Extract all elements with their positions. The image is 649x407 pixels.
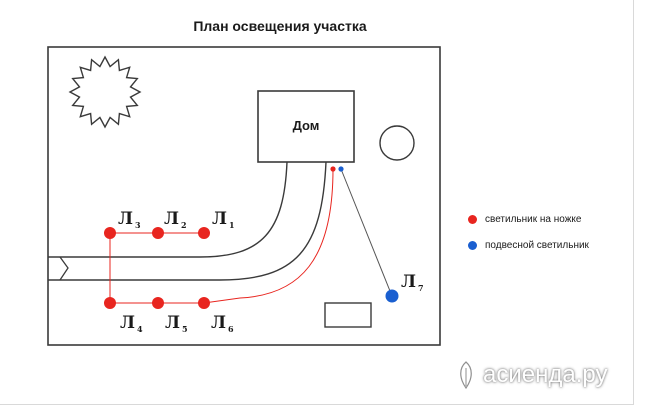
hanging-lamp-cable [340,168,393,297]
lamp-l6: Л 6 [198,297,234,334]
legend-floor-lamp-label: светильник на ножке [485,214,582,225]
svg-text:3: 3 [135,220,141,230]
round-bed [379,125,415,161]
floor-lamp-cable [109,168,334,304]
svg-text:Л: Л [118,209,133,229]
legend-hanging-lamp-label: подвесной светильник [485,240,589,251]
svg-text:Л: Л [212,209,227,229]
svg-text:Л: Л [401,272,416,292]
svg-text:Л: Л [120,313,135,333]
path-edge-lower [48,161,327,281]
lamp-l3: Л 3 [104,209,141,239]
floor-cable-outlet [330,166,336,172]
lamp-l5: Л 5 [152,297,188,334]
svg-text:4: 4 [137,324,143,334]
plan-title: План освещения участка [193,18,367,34]
asienda-logo-icon [460,361,472,390]
plot-boundary [47,46,441,346]
shed [324,302,372,328]
gate-icon [59,256,69,281]
svg-text:Л: Л [164,209,179,229]
legend-red-dot-icon [468,215,477,224]
watermark: асиенда.ру [455,360,607,390]
lamp-l2: Л 2 [152,209,187,239]
svg-text:Л: Л [165,313,180,333]
svg-text:7: 7 [418,283,424,293]
legend-hanging-lamp: подвесной светильник [468,240,589,251]
house [257,90,355,163]
hanging-cable-outlet [338,166,344,172]
legend-blue-dot-icon [468,241,477,250]
path-edge-upper [48,161,288,258]
svg-text:1: 1 [229,220,235,230]
legend-floor-lamp: светильник на ножке [468,214,581,225]
watermark-text: асиенда.ру [483,361,608,388]
svg-text:2: 2 [181,220,187,230]
lamp-l4: Л 4 [104,297,143,334]
svg-text:6: 6 [228,324,234,334]
house-label: Дом [293,118,320,133]
svg-text:5: 5 [182,324,188,334]
lamp-l1: Л 1 [198,209,235,239]
lamp-l7: Л 7 [385,272,424,303]
svg-text:Л: Л [211,313,226,333]
page-frame [0,0,634,405]
tree-icon [68,55,142,129]
